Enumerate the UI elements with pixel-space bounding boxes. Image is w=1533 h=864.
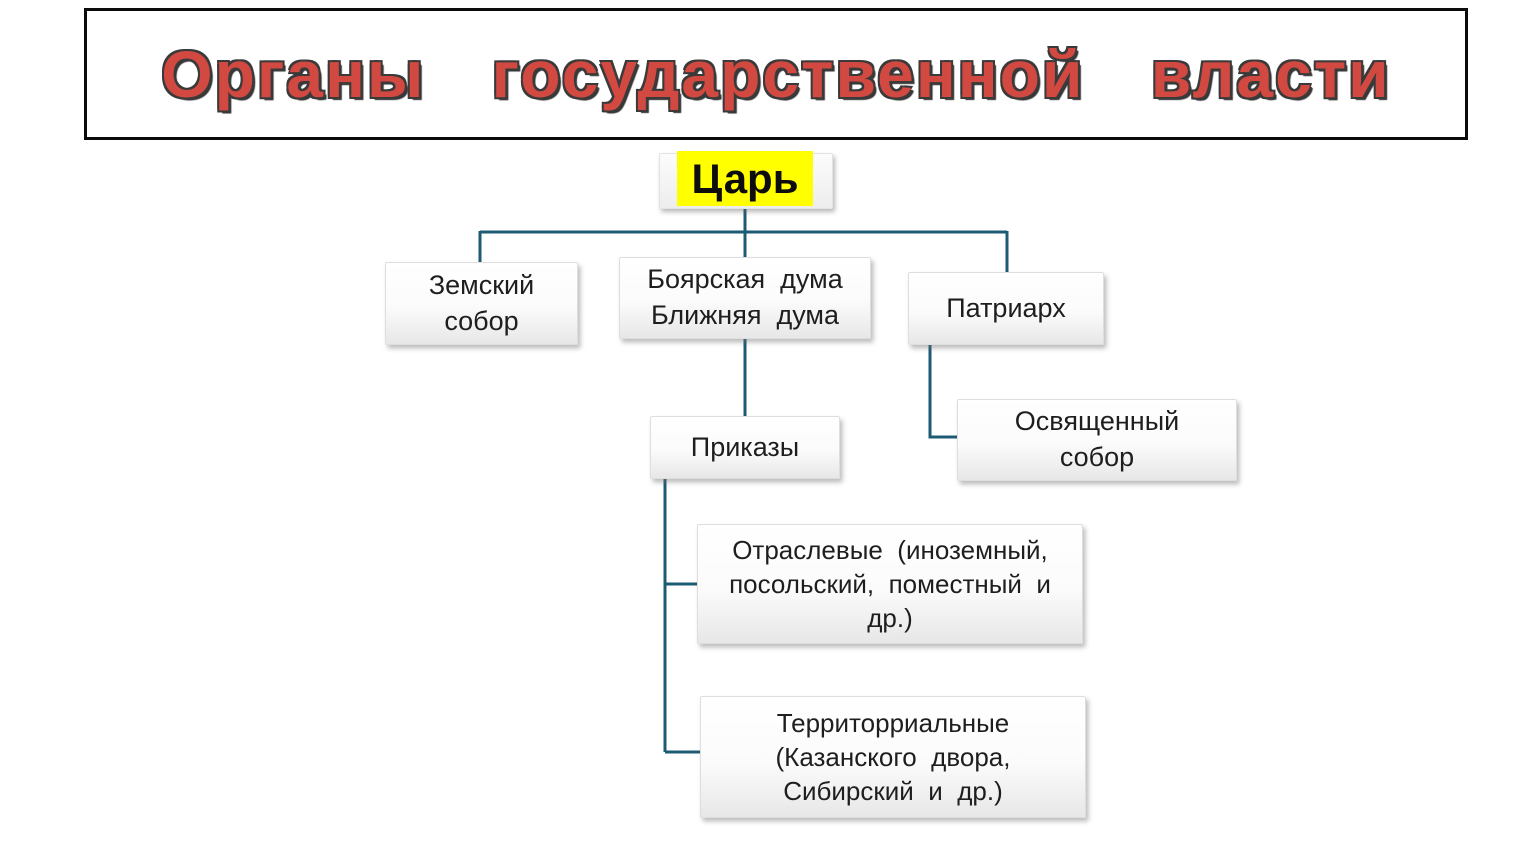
title-banner: Органы государственной власти — [84, 8, 1468, 140]
tsar-node: Царь — [677, 151, 813, 206]
territorialnye-prikazy-node: Территорриальные (Казанского двора, Сиби… — [700, 696, 1086, 818]
otraslevye-prikazy-label: Отраслевые (иноземный, посольский, помес… — [729, 534, 1051, 634]
osvyashchenny-sobor-node: Освященный собор — [957, 399, 1237, 481]
patriarch-label: Патриарх — [946, 292, 1066, 323]
prikazy-label: Приказы — [690, 431, 800, 462]
osvyashchenny-sobor-label: Освященный собор — [1014, 406, 1180, 472]
patriarch-node: Патриарх — [908, 272, 1104, 345]
prikazy-node: Приказы — [650, 416, 840, 479]
zemsky-sobor-label: Земский собор — [428, 269, 535, 336]
boyar-duma-node: Боярская дума Ближняя дума — [619, 257, 871, 339]
connector-patriarch-to-osvyashchenny — [928, 345, 957, 439]
zemsky-sobor-node: Земский собор — [385, 262, 578, 345]
page-title: Органы государственной власти — [161, 37, 1391, 111]
territorialnye-prikazy-label: Территорриальные (Казанского двора, Сиби… — [775, 707, 1011, 807]
boyar-duma-label: Боярская дума Ближняя дума — [647, 264, 843, 330]
tsar-label: Царь — [691, 154, 799, 202]
otraslevye-prikazy-node: Отраслевые (иноземный, посольский, помес… — [697, 524, 1083, 644]
